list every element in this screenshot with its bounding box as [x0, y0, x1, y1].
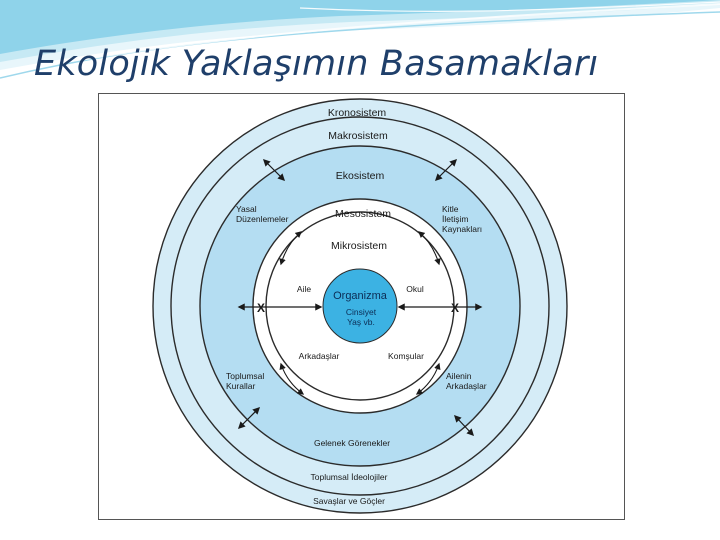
arrow-meso-lower-left: [279, 362, 305, 395]
macro-item-ideologies: Toplumsal İdeolojiler: [310, 472, 387, 482]
micro-item-school: Okul: [406, 284, 424, 294]
organism-detail-line2: Yaş vb.: [347, 317, 375, 327]
exo-item-rules-line1: Toplumsal: [226, 371, 264, 381]
arrow-upper-left-outer: [262, 158, 286, 182]
exosystem-label: Ekosistem: [336, 170, 385, 182]
exo-item-media-line2: İletişim: [442, 214, 468, 224]
arrow-lower-left-outer: [237, 406, 261, 430]
arrow-meso-upper-right: [417, 231, 441, 266]
exo-item-legal-line1: Yasal: [236, 204, 257, 214]
organism-detail-line1: Cinsiyet: [346, 307, 377, 317]
macro-item-wars: Savaşlar ve Göçler: [313, 496, 385, 506]
chronosystem-label: Kronosistem: [328, 107, 387, 119]
exo-item-media-line3: Kaynakları: [442, 224, 482, 234]
slide-title: Ekolojik Yaklaşımın Basamakları: [34, 44, 599, 84]
header-swoosh-decoration: [0, 0, 720, 79]
arrow-upper-right-outer: [434, 158, 458, 182]
right-cross-mark: X: [451, 301, 459, 315]
organism-label: Organizma: [333, 290, 388, 302]
microsystem-label: Mikrosistem: [331, 240, 387, 252]
exo-item-family-friends-line2: Arkadaşlar: [446, 381, 487, 391]
arrow-meso-upper-left: [279, 231, 303, 266]
mesosystem-label: Mesosistem: [335, 208, 391, 220]
exo-item-media-line1: Kitle: [442, 204, 459, 214]
exo-item-family-friends-line1: Ailenin: [446, 371, 472, 381]
arrow-meso-lower-right: [415, 362, 441, 395]
ecological-systems-diagram: Kronosistem Makrosistem Ekosistem Mesosi…: [152, 98, 568, 514]
ecological-model-figure: Kronosistem Makrosistem Ekosistem Mesosi…: [98, 93, 625, 520]
micro-item-family: Aile: [297, 284, 311, 294]
macrosystem-label: Makrosistem: [328, 130, 388, 142]
micro-item-neighbors: Komşular: [388, 351, 424, 361]
exo-item-legal-line2: Düzenlemeler: [236, 214, 289, 224]
macro-item-traditions: Gelenek Görenekler: [314, 438, 390, 448]
exo-item-rules-line2: Kurallar: [226, 381, 255, 391]
arrow-lower-right-outer: [454, 414, 474, 437]
micro-item-friends: Arkadaşlar: [299, 351, 340, 361]
organism-core: [322, 268, 398, 344]
left-cross-mark: X: [257, 301, 265, 315]
